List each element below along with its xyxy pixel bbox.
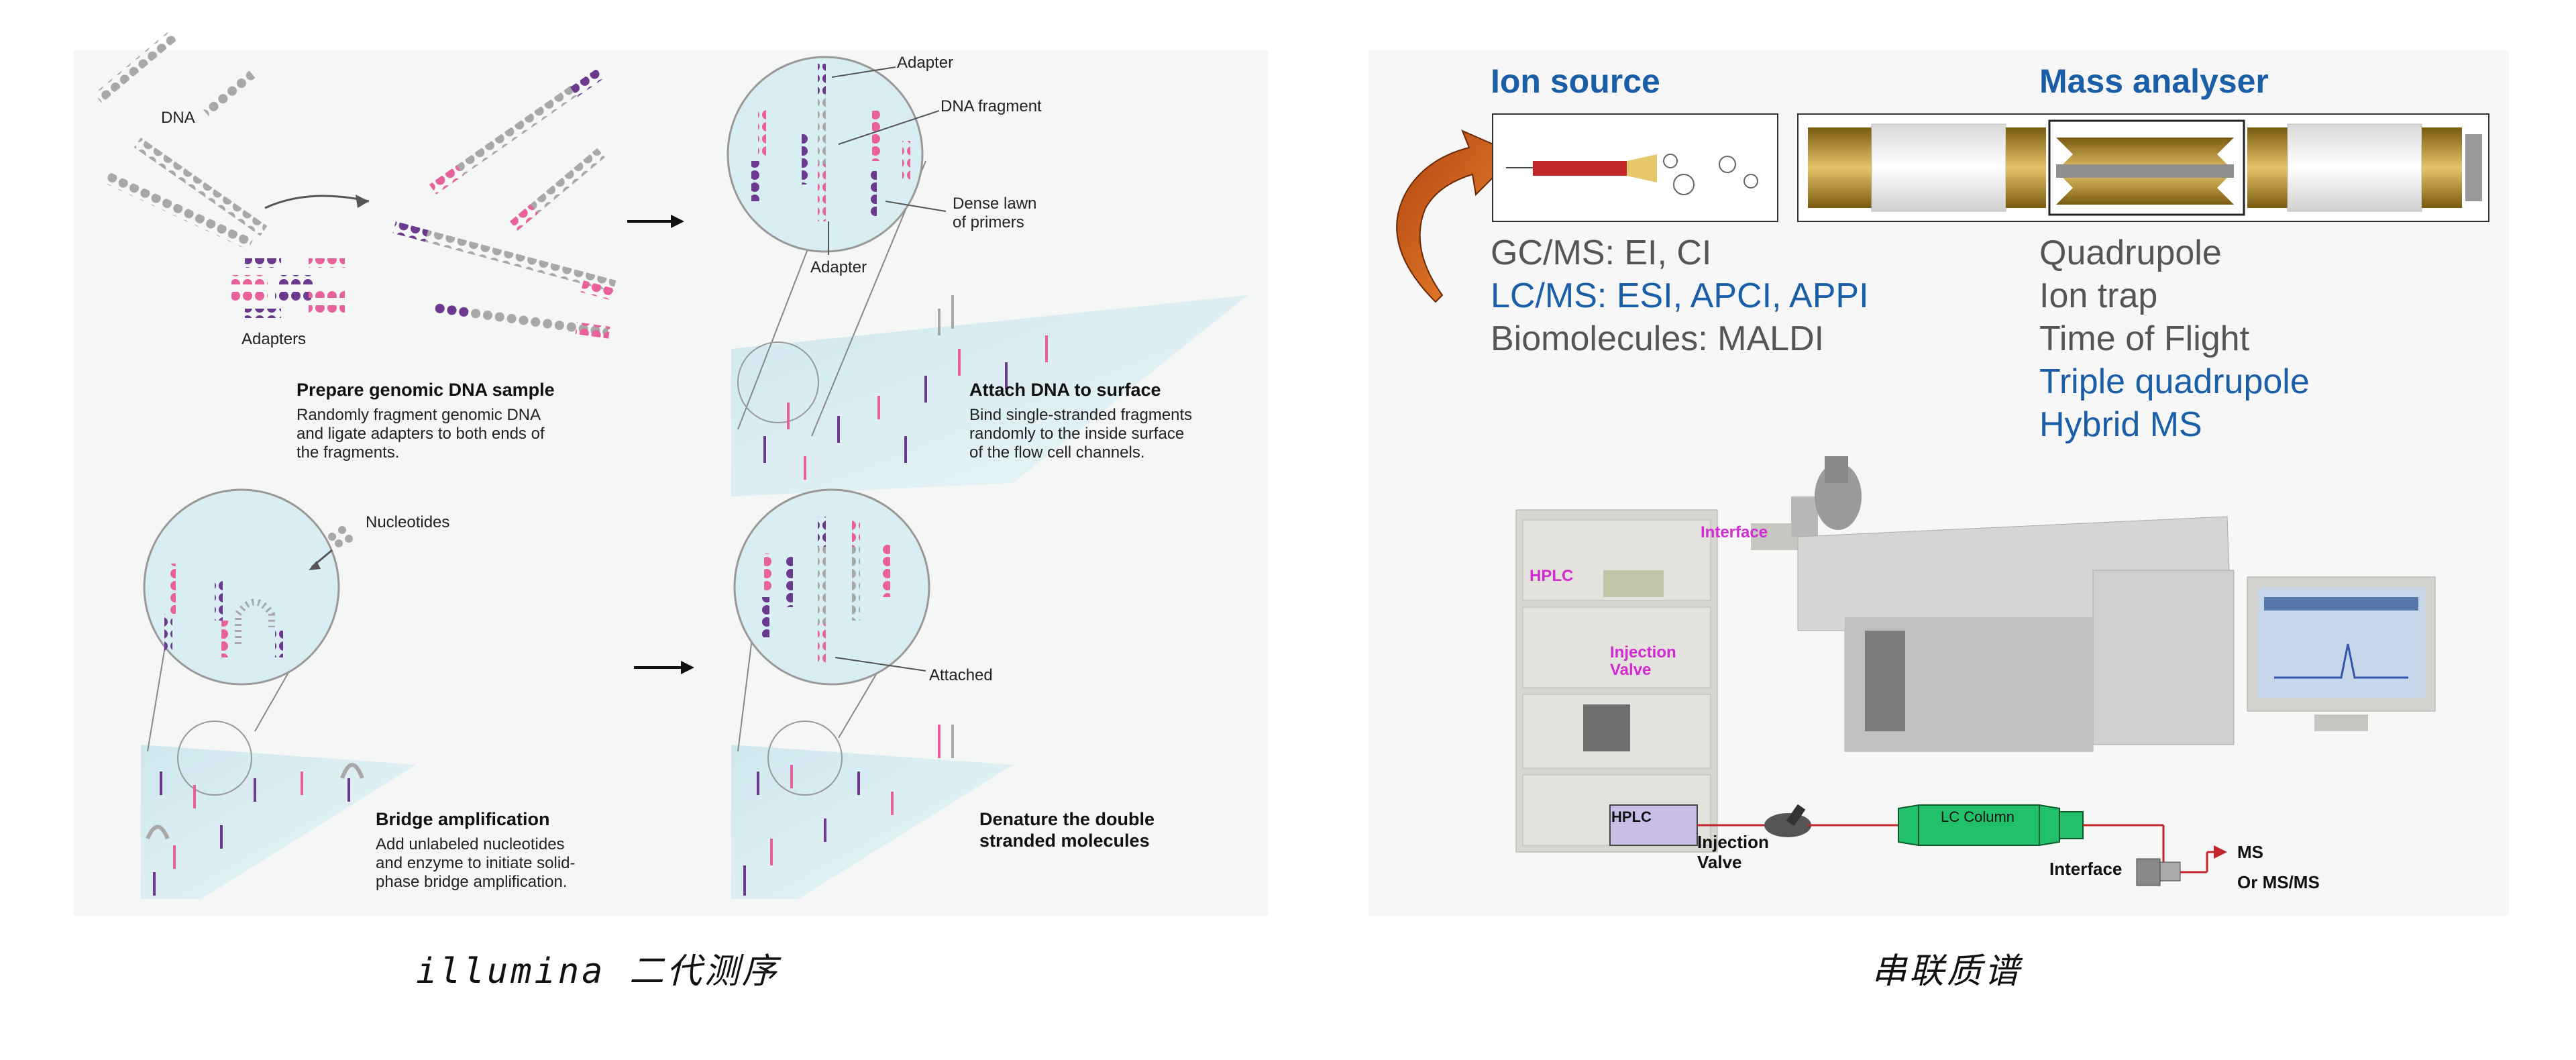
label-dna: DNA <box>161 109 195 127</box>
label-dna-fragment: DNA fragment <box>941 97 1042 115</box>
lcms-instrument <box>1515 456 2436 853</box>
step1-desc: Randomly fragment genomic DNA and ligate… <box>297 406 545 462</box>
flow-lc-column-label: LC Column <box>1941 808 2015 825</box>
ms-caption: 串联质谱 <box>1872 951 2023 992</box>
adapter-blocks <box>231 258 345 318</box>
ion-source-item: LC/MS: ESI, APCI, APPI <box>1491 276 1869 315</box>
label-dense-lawn: Dense lawn of primers <box>953 195 1037 231</box>
analyser-item: Time of Flight <box>2039 319 2250 358</box>
flow-hplc-label: HPLC <box>1611 808 1652 825</box>
label-nucleotides: Nucleotides <box>366 513 450 531</box>
analyser-item: Triple quadrupole <box>2039 362 2310 401</box>
flow-ms-label: MS <box>2237 842 2263 862</box>
ion-source-item: Biomolecules: MALDI <box>1491 319 1825 358</box>
flow-schematic <box>1609 804 2227 886</box>
label-adapter-top: Adapter <box>897 54 954 72</box>
ion-source-item: GC/MS: EI, CI <box>1491 233 1712 272</box>
analyser-item: Hybrid MS <box>2039 405 2202 444</box>
ligated-fragments <box>392 68 616 339</box>
step4-title: Denature the double stranded molecules <box>979 809 1155 851</box>
attach-surface <box>727 56 1248 496</box>
dna-strands <box>94 29 268 250</box>
step3-title: Bridge amplification <box>376 809 550 829</box>
injection-valve-label: Injection Valve <box>1610 643 1676 679</box>
step2-title: Attach DNA to surface <box>969 380 1161 400</box>
flow-or-msms-label: Or MS/MS <box>2237 872 2320 892</box>
denature-surface <box>731 488 1013 899</box>
illumina-diagram <box>94 29 1248 899</box>
analyser-item: Quadrupole <box>2039 233 2222 272</box>
ms-diagram <box>1396 113 2489 886</box>
bridge-surface <box>141 488 416 899</box>
hplc-label: HPLC <box>1529 567 1574 585</box>
flow-interface-label: Interface <box>2049 859 2123 879</box>
illumina-caption: illumina 二代测序 <box>416 951 780 992</box>
flow-injection-valve-label: Injection Valve <box>1697 832 1769 872</box>
label-adapter-bottom: Adapter <box>810 258 867 276</box>
label-adapters: Adapters <box>241 330 307 348</box>
label-attached: Attached <box>929 666 993 684</box>
step3-desc: Add unlabeled nucleotides and enzyme to … <box>376 835 576 891</box>
ion-source-title: Ion source <box>1491 62 1660 100</box>
interface-label: Interface <box>1701 523 1768 541</box>
mass-analyser-title: Mass analyser <box>2039 62 2269 100</box>
analyser-item: Ion trap <box>2039 276 2158 315</box>
step1-title: Prepare genomic DNA sample <box>297 380 555 400</box>
step2-desc: Bind single-stranded fragments randomly … <box>969 406 1193 462</box>
